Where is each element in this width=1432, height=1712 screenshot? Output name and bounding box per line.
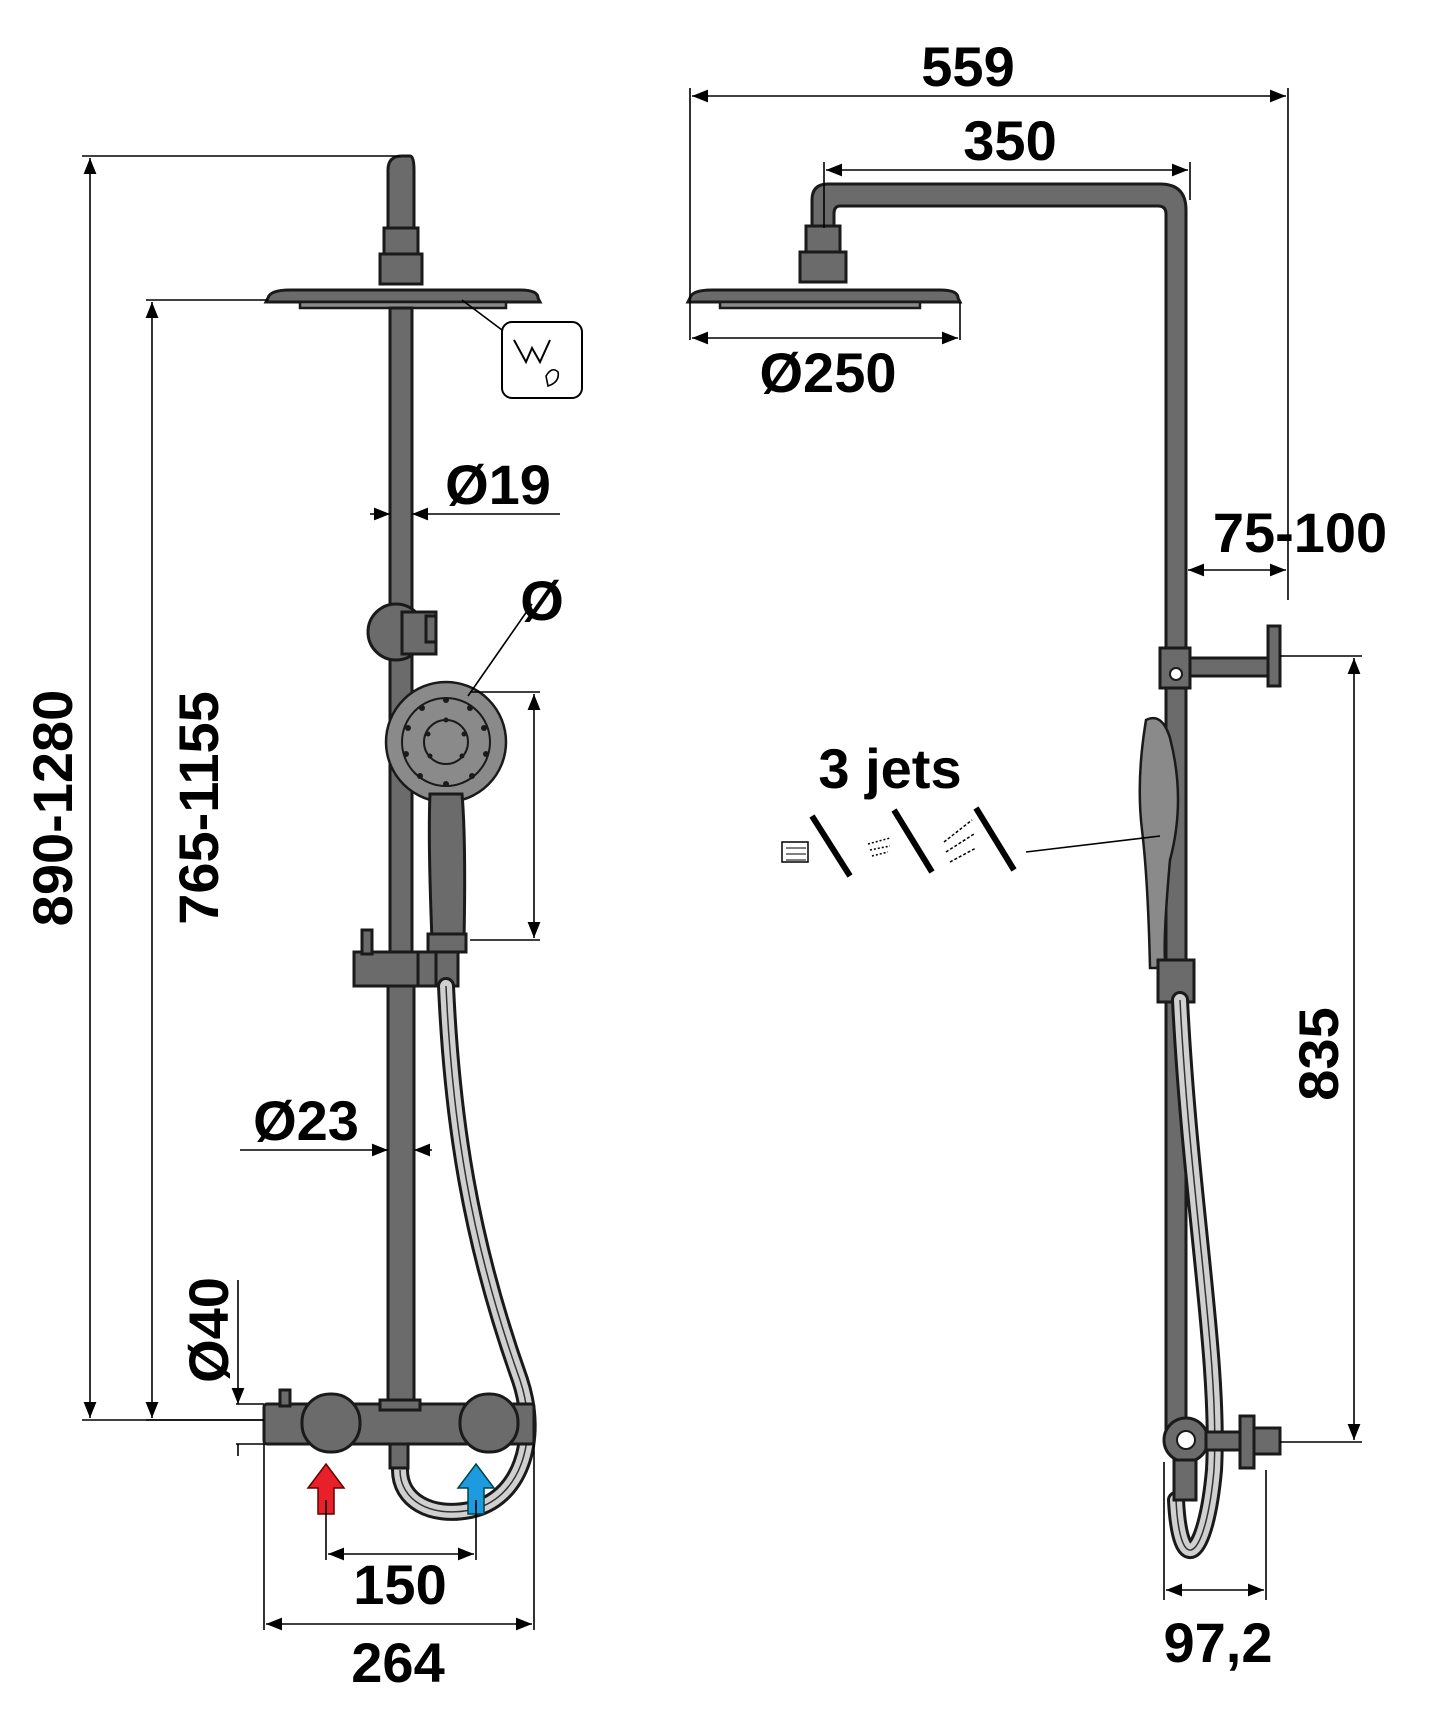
front-view <box>262 154 583 1521</box>
dim-inlet-spacing: 150 <box>353 1553 446 1616</box>
dim-riser-bottom-diameter: Ø23 <box>253 1089 359 1152</box>
front-view-dimensions <box>82 155 560 1631</box>
side-view <box>685 182 1282 1559</box>
dim-head-height: 765-1155 <box>167 691 230 925</box>
dim-valve-diameter: Ø40 <box>177 1277 240 1383</box>
massage-jet-icon <box>867 808 935 874</box>
jets-label: 3 jets <box>818 737 961 800</box>
dim-valve-width: 264 <box>351 1631 444 1694</box>
rain-jet-icon <box>781 814 853 878</box>
mist-jet-icon <box>943 806 1017 872</box>
dim-head-diameter: Ø250 <box>760 341 897 404</box>
dim-riser-top-diameter: Ø19 <box>445 453 551 516</box>
dim-total-height: 890-1280 <box>21 690 84 927</box>
easy-clean-nozzle-icon <box>461 299 583 399</box>
dim-valve-depth: 97,2 <box>1164 1611 1273 1674</box>
side-view-dimensions <box>689 88 1362 1600</box>
dim-total-width: 559 <box>921 35 1014 98</box>
dim-arm-length: 350 <box>963 109 1056 172</box>
dim-wall-offset: 75-100 <box>1213 501 1387 564</box>
dim-handshower-diameter: Ø <box>520 569 564 632</box>
dim-bracket-spacing: 835 <box>1287 1007 1350 1100</box>
